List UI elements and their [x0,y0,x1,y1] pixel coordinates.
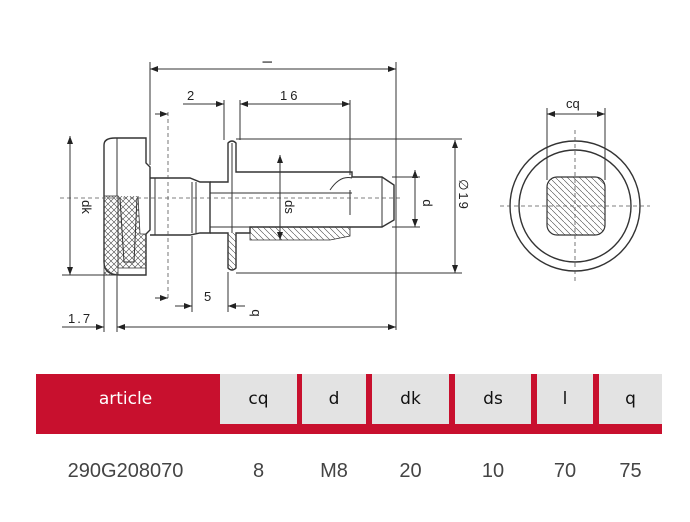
dim-cq-label: cq [566,96,580,111]
dim-d-label: d [420,199,435,206]
dim-19-label: ∅19 [456,179,471,211]
cell-l: 70 [553,459,577,482]
header-l: l [537,374,593,424]
knob-side-view [103,137,151,276]
cell-ds: 10 [481,459,505,482]
dim-5-label: 5 [204,289,211,304]
dim-q-label: q [249,309,264,316]
cell-cq: 8 [252,459,265,482]
table-header: article cq d dk ds l q [36,374,662,434]
dim-dk-label: dk [79,200,94,214]
header-ds: ds [455,374,531,424]
header-dk: dk [372,374,449,424]
dimension-lines [62,62,462,332]
knob-front-view [500,108,650,282]
header-cq: cq [220,374,297,424]
header-q: q [599,374,662,424]
dim-2-label: 2 [187,88,194,103]
cell-d: M8 [320,459,348,482]
cell-dk: 20 [399,459,422,482]
dim-ds-label: ds [282,200,297,214]
dim-l-label: l [260,60,275,63]
dim-1-7-label: 1.7 [68,311,92,326]
dim-16-label: 16 [280,88,300,103]
header-d: d [302,374,366,424]
cell-article: 290G208070 [67,459,184,482]
cell-q: 75 [619,459,642,482]
header-article: article [98,389,153,409]
technical-drawing: l 2 16 dk ds d ∅19 5 q 1.7 cq [60,60,650,332]
